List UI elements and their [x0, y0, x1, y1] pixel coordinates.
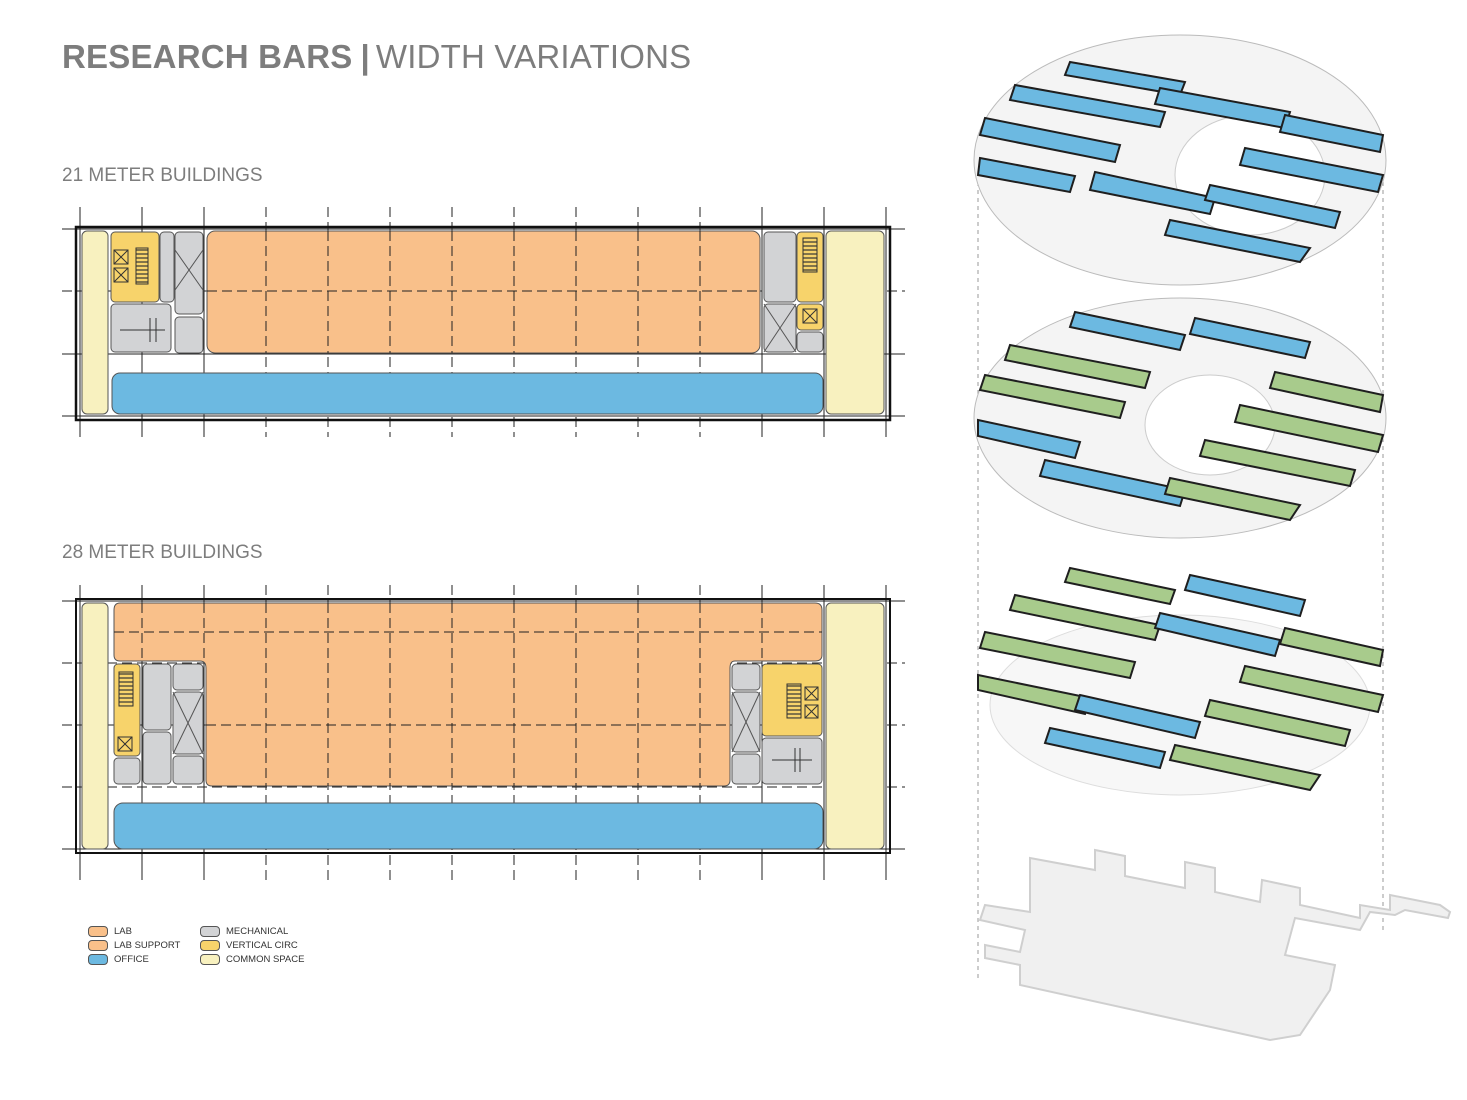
section-label-28m: 28 METER BUILDINGS — [62, 542, 263, 563]
legend-item-vertical-circ: VERTICAL CIRC — [200, 940, 298, 951]
axon-level-2 — [973, 297, 1387, 539]
legend-label: OFFICE — [114, 954, 149, 965]
axon-level-4-slab — [978, 848, 1452, 1042]
legend-label: COMMON SPACE — [226, 954, 305, 965]
title-bold: RESEARCH BARS — [62, 38, 353, 75]
title-light: WIDTH VARIATIONS — [375, 38, 692, 75]
legend-item-office: OFFICE — [88, 954, 149, 965]
legend-swatch-lab-support — [88, 940, 108, 951]
legend-swatch-vertical-circ — [200, 940, 220, 951]
legend-item-lab-support: LAB SUPPORT — [88, 940, 180, 951]
legend-label: LAB SUPPORT — [114, 940, 181, 951]
legend-swatch-office — [88, 954, 108, 965]
legend-swatch-lab — [88, 926, 108, 937]
axon-level-1 — [973, 34, 1387, 286]
title-separator: | — [360, 38, 370, 75]
plan-28m — [62, 585, 905, 880]
plan-21m — [62, 207, 905, 437]
legend-label: MECHANICAL — [226, 926, 289, 937]
legend-item-mechanical: MECHANICAL — [200, 926, 288, 937]
axon-level-3 — [977, 566, 1385, 796]
legend-label: LAB — [114, 926, 132, 937]
legend-item-common-space: COMMON SPACE — [200, 954, 304, 965]
section-label-21m: 21 METER BUILDINGS — [62, 165, 263, 186]
legend-item-lab: LAB — [88, 926, 132, 937]
legend-swatch-common-space — [200, 954, 220, 965]
axonometric-stack — [973, 34, 1452, 1042]
legend-label: VERTICAL CIRC — [226, 940, 298, 951]
page-title: RESEARCH BARS|WIDTH VARIATIONS — [62, 38, 691, 76]
legend-swatch-mechanical — [200, 926, 220, 937]
